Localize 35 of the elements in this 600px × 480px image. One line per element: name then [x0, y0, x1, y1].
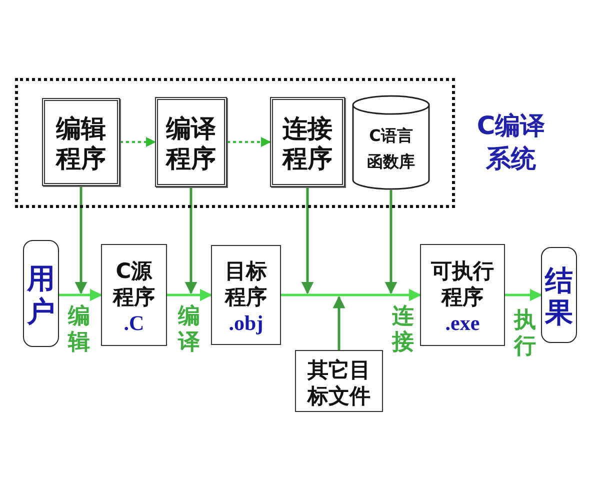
arrow — [384, 190, 398, 294]
arrow — [59, 288, 102, 302]
arrow — [281, 288, 422, 302]
file-box — [295, 350, 383, 412]
arrow — [167, 288, 212, 302]
node-label: 其它目标文件 — [306, 356, 372, 410]
group-title: C编译系统 — [476, 110, 546, 174]
node-label: C语言函数库 — [366, 124, 416, 172]
file-extension: .C — [124, 310, 144, 336]
file-extension: .obj — [228, 310, 264, 336]
program-box — [270, 97, 345, 187]
terminal-box — [23, 240, 59, 347]
node-label: 目标程序 — [224, 258, 268, 310]
file-box — [420, 244, 505, 346]
database-cylinder — [352, 95, 430, 190]
node-label: 编译程序 — [164, 114, 217, 174]
node-label: 可执行程序 — [430, 258, 495, 310]
program-box — [42, 98, 120, 186]
file-box — [211, 245, 281, 345]
arrow — [74, 186, 88, 294]
node-label: C源程序 — [112, 258, 156, 310]
arrow — [505, 288, 542, 302]
file-box — [101, 244, 167, 346]
node-label: 编辑程序 — [54, 114, 107, 174]
node-label: 用户 — [27, 263, 55, 328]
terminal-box — [541, 247, 577, 343]
node-label: 连接程序 — [281, 114, 334, 174]
arrow — [301, 187, 314, 294]
node-label: 结果 — [545, 264, 573, 330]
arrow — [120, 137, 156, 147]
program-box — [155, 97, 227, 187]
arrow — [227, 137, 271, 147]
arrow — [332, 296, 346, 350]
arrow — [184, 187, 198, 294]
file-extension: .exe — [445, 310, 480, 336]
